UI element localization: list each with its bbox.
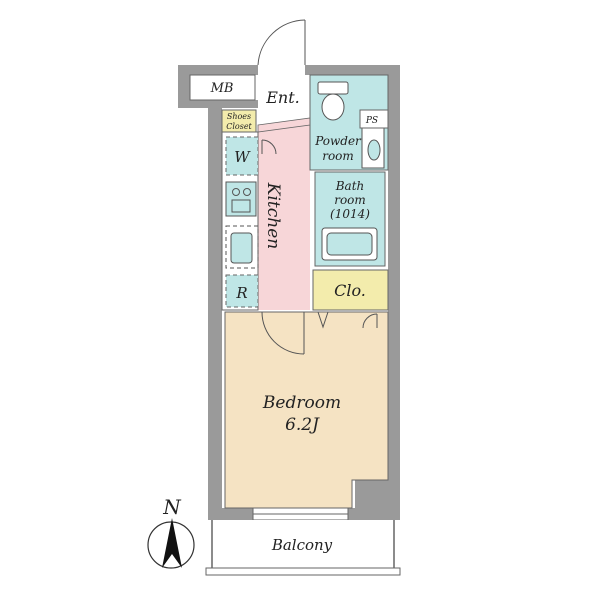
entrance-label: Ent. xyxy=(265,88,300,107)
refrigerator-space: R xyxy=(225,274,259,308)
bedroom: Bedroom 6.2J xyxy=(224,311,389,509)
entrance-area: Ent. xyxy=(258,75,310,125)
closet: Clo. xyxy=(312,269,389,311)
bathroom: Bath room (1014) xyxy=(314,171,386,267)
bedroom-label: Bedroom xyxy=(262,393,341,413)
ps-label: PS xyxy=(365,116,378,126)
bathroom-label-1: Bath xyxy=(335,179,365,193)
mb-room: MB xyxy=(189,74,256,101)
compass: N xyxy=(147,495,195,569)
shoes-closet-label-2: Closet xyxy=(226,122,252,131)
bedroom-size-label: 6.2J xyxy=(285,415,320,435)
balcony-window xyxy=(252,507,349,521)
powder-room-label-2: room xyxy=(322,149,354,163)
entrance-door xyxy=(257,19,306,66)
shoes-closet: Shoes Closet xyxy=(221,109,257,133)
closet-doors xyxy=(317,311,378,329)
bathroom-label-2: room xyxy=(334,193,366,207)
bedroom-door xyxy=(261,311,305,355)
utility-door xyxy=(261,139,277,155)
balcony: Balcony xyxy=(205,520,401,576)
refrigerator-label: R xyxy=(235,284,247,302)
balcony-label: Balcony xyxy=(271,536,333,554)
washer-space: W xyxy=(225,136,259,176)
compass-north-label: N xyxy=(162,495,182,519)
closet-label: Clo. xyxy=(334,281,366,300)
shoes-closet-label-1: Shoes xyxy=(227,112,251,121)
north-arrow-icon xyxy=(162,518,182,568)
mb-label: MB xyxy=(210,81,234,96)
kitchen-label: Kitchen xyxy=(263,182,283,249)
bathroom-label-3: (1014) xyxy=(330,207,370,221)
compass-ring xyxy=(147,521,195,569)
stove xyxy=(225,181,257,217)
kitchen-sink xyxy=(225,225,259,269)
ps-shaft: PS xyxy=(359,109,389,129)
outer-walls xyxy=(178,65,400,520)
washer-label: W xyxy=(234,148,251,166)
powder-room-label-1: Powder xyxy=(314,134,362,148)
